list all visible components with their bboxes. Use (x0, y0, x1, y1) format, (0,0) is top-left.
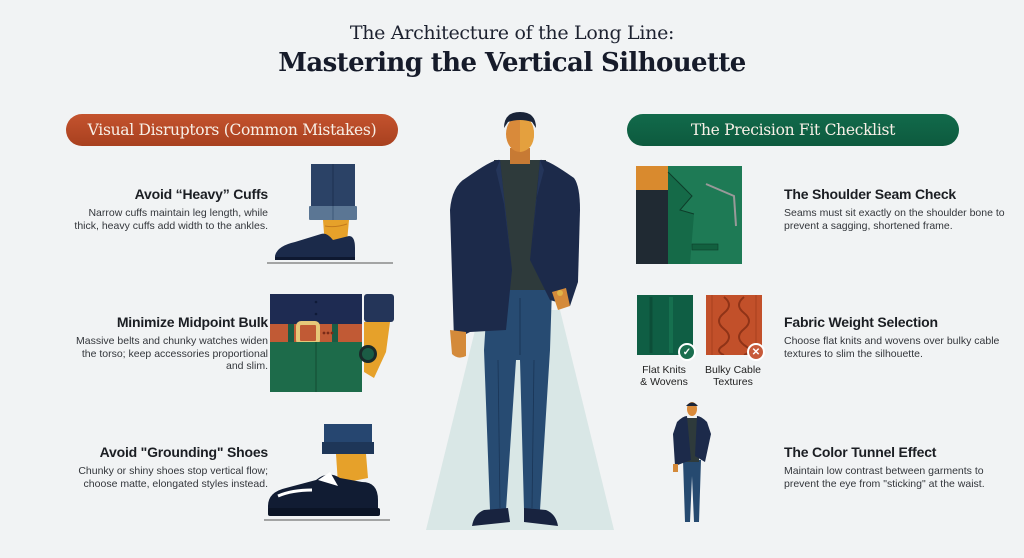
x-icon: ✕ (747, 343, 765, 361)
tip-title: Fabric Weight Selection (784, 314, 938, 330)
tip-title: The Color Tunnel Effect (784, 444, 937, 460)
precision-fit-header: The Precision Fit Checklist (627, 114, 959, 146)
pill-label: Visual Disruptors (Common Mistakes) (87, 121, 377, 139)
tip-color-tunnel: The Color Tunnel Effect Maintain low con… (784, 444, 1019, 490)
cuffed-trouser-loafer-icon (267, 164, 393, 264)
tip-title: Avoid “Heavy” Cuffs (134, 186, 269, 202)
tip-fabric-weight: Fabric Weight Selection Choose flat knit… (784, 314, 1019, 360)
tip-title: The Shoulder Seam Check (784, 186, 957, 202)
tip-text: Maintain low contrast between garments t… (784, 465, 985, 490)
page-title: Mastering the Vertical Silhouette (278, 48, 746, 78)
check-icon: ✓ (678, 343, 696, 361)
tip-grounding-shoes: Avoid "Grounding" Shoes Chunky or shiny … (68, 444, 268, 490)
spotlight-beam (426, 310, 614, 530)
pill-label: The Precision Fit Checklist (690, 121, 896, 139)
tip-text: Massive belts and chunky watches widen t… (75, 335, 268, 372)
jacket-shoulder-icon (636, 166, 742, 264)
tip-text: Seams must sit exactly on the shoulder b… (784, 207, 1005, 232)
tip-midpoint-bulk: Minimize Midpoint Bulk Massive belts and… (68, 314, 268, 373)
tip-shoulder-seam: The Shoulder Seam Check Seams must sit e… (784, 186, 1019, 232)
tip-text: Chunky or shiny shoes stop vertical flow… (78, 465, 268, 490)
small-figure-icon (673, 402, 711, 522)
tip-text: Narrow cuffs maintain leg length, while … (74, 207, 268, 232)
tip-title: Minimize Midpoint Bulk (116, 314, 268, 330)
swatch-label-flat: Flat Knits & Wovens (640, 364, 688, 388)
tip-title: Avoid "Grounding" Shoes (99, 444, 269, 460)
man-in-navy-blazer-figure (426, 112, 614, 530)
swatch-label-cable: Bulky Cable Textures (704, 364, 762, 388)
chunky-shoe-icon (264, 424, 390, 521)
belt-and-watch-icon (270, 294, 394, 392)
title-line-1: The Architecture of the Long Line: (349, 22, 675, 44)
visual-disruptors-header: Visual Disruptors (Common Mistakes) (66, 114, 398, 146)
tip-text: Choose flat knits and wovens over bulky … (784, 335, 1000, 360)
tip-heavy-cuffs: Avoid “Heavy” Cuffs Narrow cuffs maintai… (68, 186, 268, 232)
